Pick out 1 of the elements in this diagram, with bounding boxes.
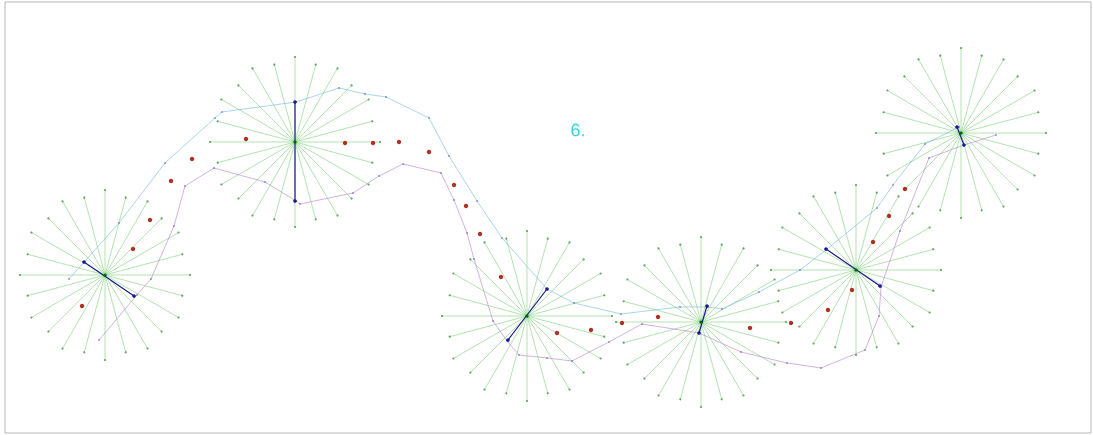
step-number: 6. (571, 123, 584, 137)
